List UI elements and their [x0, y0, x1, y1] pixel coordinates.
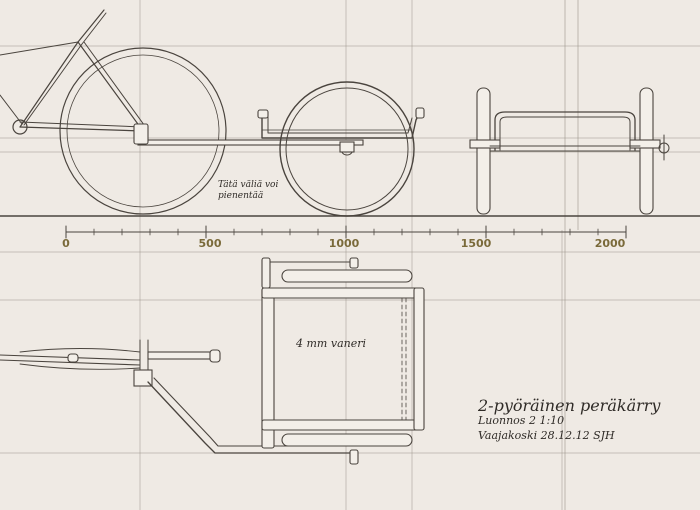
scale-bar — [65, 225, 627, 239]
panel-label: 4 mm vaneri — [296, 337, 366, 350]
plywood-panel — [273, 297, 415, 421]
front-view — [469, 87, 670, 215]
top-view — [0, 257, 425, 465]
side-view — [0, 9, 425, 217]
scale-tick-1000: 1000 — [328, 237, 360, 250]
scale-tick-500: 500 — [198, 237, 222, 250]
scale-tick-2000: 2000 — [594, 237, 626, 250]
scale-tick-0: 0 — [62, 237, 70, 250]
gap-note-line-2: pienentää — [218, 191, 264, 201]
gap-note-line-1: Tätä väliä voi — [218, 180, 279, 190]
bicycle-frame — [0, 9, 148, 135]
drawing-title: 2-pyöräinen peräkärry — [478, 396, 661, 415]
gap-note: Tätä väliä voi pienentää — [218, 180, 278, 202]
drawing-subtitle: Luonnos 2 1:10 — [478, 414, 565, 427]
drawing-place-date: Vaajakoski 28.12.12 SJH — [478, 429, 615, 442]
scale-tick-1500: 1500 — [460, 237, 492, 250]
